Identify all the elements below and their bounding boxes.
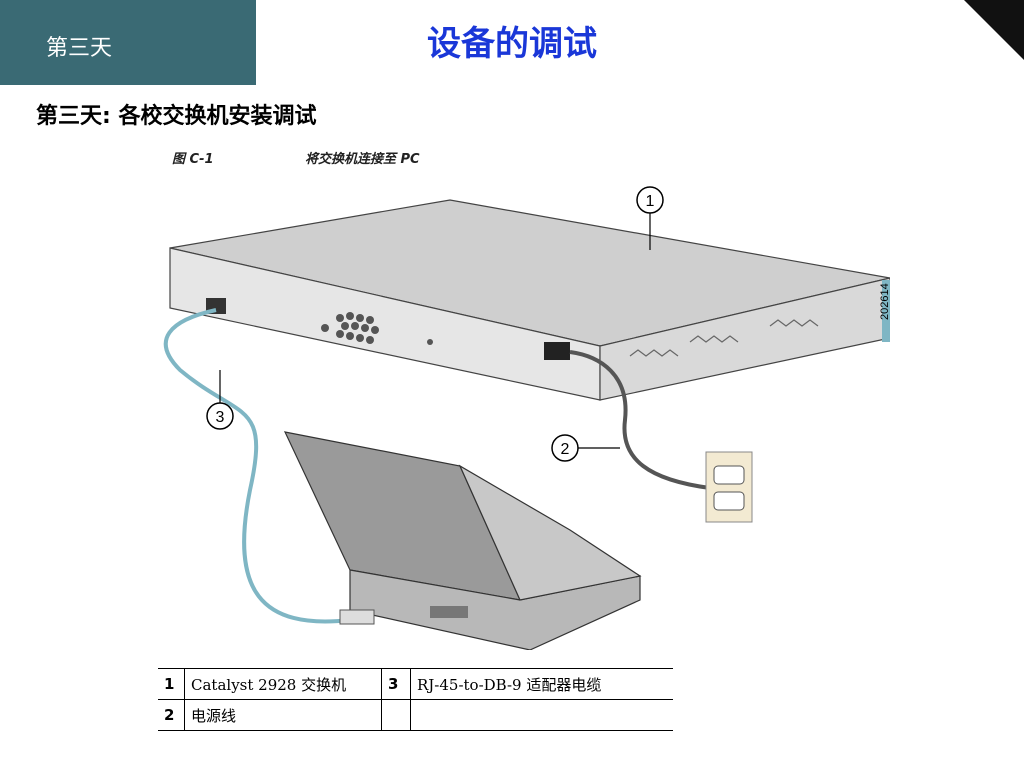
- legend-num: [381, 699, 411, 731]
- figure-caption: 将交换机连接至 PC: [305, 152, 420, 167]
- console-cable: [163, 308, 351, 624]
- callout-3: 3: [216, 409, 225, 426]
- legend-text: [410, 699, 673, 731]
- power-cord: [569, 350, 711, 490]
- switch-edge-stripe: [882, 280, 890, 342]
- legend-num: 1: [158, 668, 185, 700]
- figure-number: 图 C-1: [172, 152, 214, 167]
- legend-table: 1 Catalyst 2928 交换机 3 RJ-45-to-DB-9 适配器电…: [158, 668, 673, 731]
- db9-adapter: [339, 609, 375, 625]
- legend-text: 电源线: [184, 699, 382, 731]
- corner-triangle: [964, 0, 1024, 60]
- legend-row: 2 电源线: [158, 699, 673, 731]
- vent-grill: [336, 312, 379, 344]
- day-tab: 第三天: [0, 0, 256, 85]
- switch-side: [599, 277, 890, 401]
- slide-title: 设备的调试: [427, 24, 597, 64]
- legend-num: 3: [381, 668, 411, 700]
- power-inlet: [544, 342, 570, 360]
- laptop-keyboard-deck: [458, 464, 642, 601]
- figure-serial: 202614: [879, 283, 890, 320]
- switch-pc-diagram: 1 2 3 202614: [163, 186, 890, 650]
- callout-1: 1: [646, 193, 655, 210]
- day-tab-label: 第三天: [46, 36, 113, 61]
- serial-port: [430, 606, 468, 618]
- legend-text: RJ-45-to-DB-9 适配器电缆: [410, 668, 673, 700]
- wall-outlet: [705, 451, 753, 523]
- legend-num: 2: [158, 699, 185, 731]
- callout-2: 2: [561, 441, 570, 458]
- legend-row: 1 Catalyst 2928 交换机 3 RJ-45-to-DB-9 适配器电…: [158, 668, 673, 700]
- callouts: 1 2 3: [206, 186, 664, 462]
- legend-text: Catalyst 2928 交换机: [184, 668, 382, 700]
- side-vents: [629, 319, 819, 357]
- slide-subtitle: 第三天: 各校交换机安装调试: [36, 104, 317, 129]
